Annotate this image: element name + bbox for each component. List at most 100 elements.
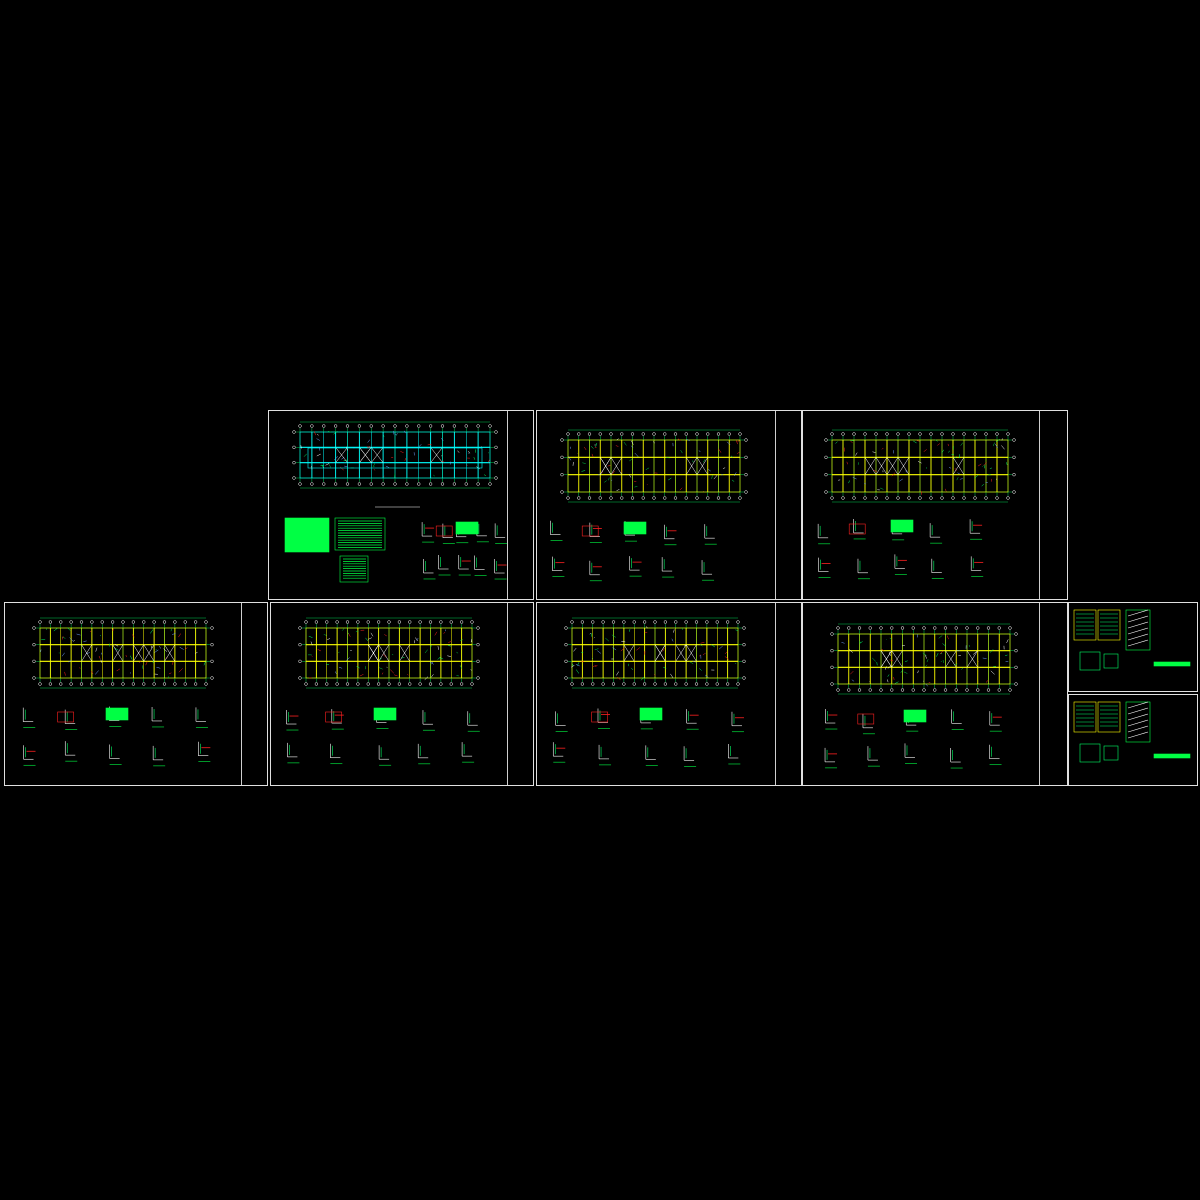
axis-bubble (601, 620, 605, 624)
axis-bubble (204, 620, 208, 624)
detail-stroke (881, 648, 884, 651)
stair-flight (1127, 627, 1149, 635)
detail-stroke (653, 674, 656, 677)
detail-stroke (582, 462, 586, 464)
drawing-sheet-floor-plan[interactable] (536, 602, 802, 786)
drawing-sheet-stair-detail[interactable] (1068, 694, 1198, 786)
detail-stroke (415, 637, 418, 642)
detail-stroke (941, 449, 945, 454)
axis-bubble (706, 432, 710, 436)
stair-note (1153, 661, 1191, 667)
drawing-sheet-floor-plan[interactable] (4, 602, 268, 786)
axis-bubble (863, 432, 867, 436)
axis-bubble (1014, 649, 1018, 653)
detail-stroke (942, 643, 946, 647)
drawing-sheet-stair-detail[interactable] (1068, 602, 1198, 692)
detail-stroke (114, 644, 119, 647)
detail-stroke (403, 430, 406, 434)
axis-bubble (356, 620, 360, 624)
detail-stroke (736, 440, 738, 445)
stair-flight (1127, 731, 1149, 739)
axis-bubble (183, 682, 187, 686)
detail-stroke (316, 453, 321, 457)
stair-flight (1127, 725, 1149, 733)
detail-stroke (130, 655, 133, 660)
detail-stroke (616, 676, 621, 681)
detail-stroke (926, 659, 929, 663)
axis-bubble (357, 424, 362, 428)
drawing-sheet-floor-plan[interactable] (802, 410, 1068, 600)
axis-bubble (408, 620, 412, 624)
detail-stroke (333, 431, 338, 435)
detail-stroke (616, 438, 619, 441)
detail-stroke (370, 632, 374, 637)
detail-stroke (595, 665, 598, 667)
axis-bubble (152, 682, 156, 686)
axis-bubble (940, 432, 944, 436)
axis-bubble (418, 682, 422, 686)
axis-bubble (847, 626, 851, 630)
detail-stroke (977, 463, 982, 467)
detail-stroke (956, 477, 959, 481)
detail-stroke (859, 641, 863, 644)
detail-stroke (851, 679, 855, 682)
detail-stroke (329, 464, 331, 468)
axis-bubble (642, 682, 647, 686)
axis-bubble (322, 424, 326, 428)
stair-detail (1079, 651, 1101, 671)
detail-stroke (722, 467, 726, 470)
brace-line (112, 644, 124, 662)
axis-bubble (121, 620, 125, 624)
axis-bubble (356, 682, 360, 686)
detail-stroke (670, 673, 674, 679)
axis-bubble (476, 482, 480, 486)
detail-stroke (990, 670, 995, 675)
axis-bubble (142, 620, 146, 624)
drawing-sheet-foundation[interactable] (268, 410, 534, 600)
drawing-sheet-roof-plan[interactable] (802, 602, 1068, 786)
detail-stroke (995, 438, 1000, 442)
axis-bubble (366, 620, 370, 624)
detail-stroke (378, 667, 383, 670)
axis-bubble (1006, 496, 1010, 500)
axis-bubble (570, 620, 574, 624)
detail-stroke (396, 434, 398, 436)
drawing-sheet-floor-plan[interactable] (536, 410, 802, 600)
detail-stroke (939, 650, 944, 655)
detail-stroke (431, 661, 434, 665)
axis-bubble (933, 688, 937, 692)
detail-stroke (872, 451, 876, 453)
axis-bubble (874, 432, 878, 436)
detail-stroke (203, 661, 206, 666)
axis-bubble (428, 482, 433, 486)
axis-bubble (369, 424, 373, 428)
axis-bubble (611, 620, 616, 624)
axis-bubble (476, 424, 480, 428)
detail-stroke (957, 472, 960, 475)
detail-stroke (171, 661, 174, 665)
brace-line (696, 457, 708, 475)
axis-bubble (494, 476, 498, 480)
axis-bubble (1008, 626, 1012, 630)
detail-stroke (934, 439, 938, 442)
detail-stroke (985, 679, 989, 683)
axis-bubble (193, 620, 198, 624)
detail-stroke (699, 668, 702, 671)
detail-stroke (437, 646, 439, 650)
axis-bubble (673, 496, 678, 500)
drawing-sheet-floor-plan[interactable] (270, 602, 534, 786)
detail-stroke (61, 636, 66, 639)
detail-stroke (95, 647, 98, 652)
axis-bubble (742, 676, 746, 680)
axis-bubble (630, 432, 635, 436)
detail-stroke (612, 470, 615, 475)
axis-bubble (560, 455, 564, 459)
detail-stroke (142, 665, 144, 669)
axis-bubble (879, 688, 883, 692)
axis-bubble (210, 626, 214, 630)
axis-bubble (984, 496, 988, 500)
axis-bubble (738, 496, 742, 500)
detail-stroke (98, 655, 101, 659)
brace-line (378, 644, 390, 662)
axis-bubble (100, 620, 104, 624)
